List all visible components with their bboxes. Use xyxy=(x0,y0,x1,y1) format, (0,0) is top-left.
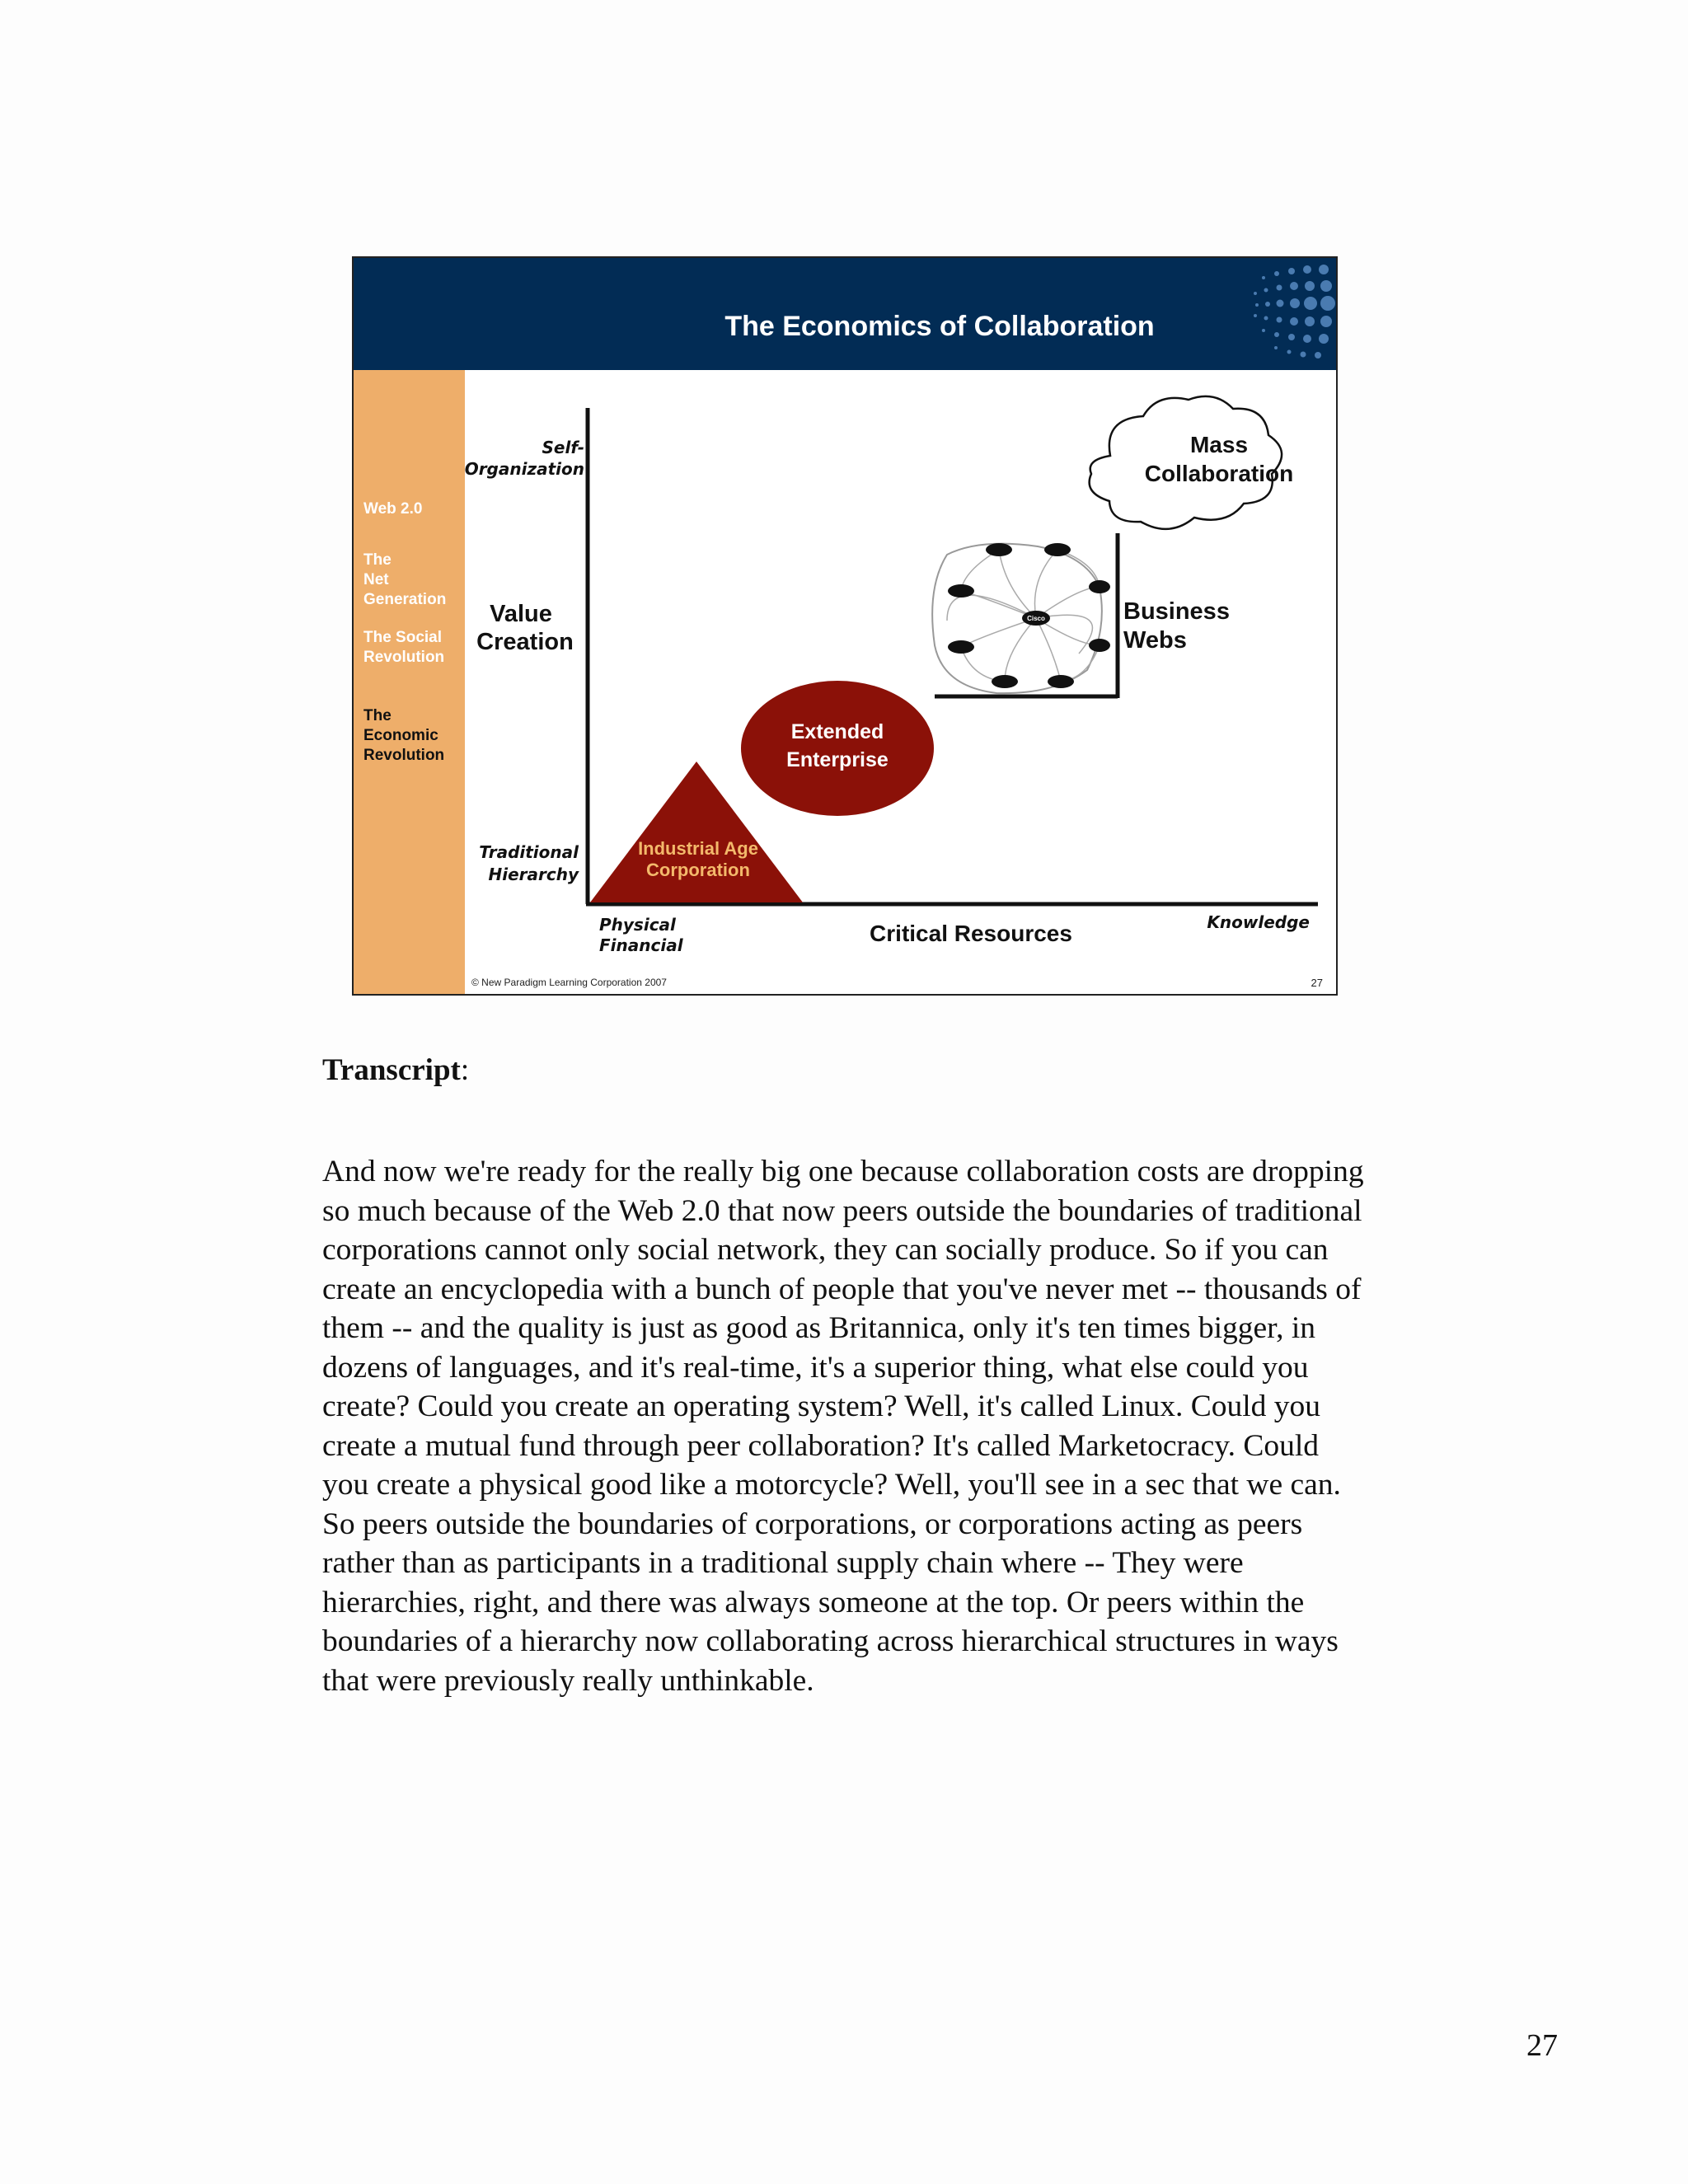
x-axis-left-label-2: Financial xyxy=(599,935,684,955)
y-axis-bottom-label-1: Traditional xyxy=(479,842,579,862)
slide-number: 27 xyxy=(1311,977,1323,989)
mass-collaboration-label-1: Mass xyxy=(1190,432,1248,457)
y-axis-bottom-label-2: Hierarchy xyxy=(488,865,579,884)
business-webs-label-2: Webs xyxy=(1123,627,1187,654)
business-webs-label-1: Business xyxy=(1123,598,1230,625)
collaboration-diagram: Self- Organization Value Creation Tradit… xyxy=(354,258,1336,994)
transcript-heading-label: Transcript xyxy=(322,1053,461,1087)
industrial-age-label-1: Industrial Age xyxy=(638,838,758,859)
x-axis-left-label-1: Physical xyxy=(599,915,677,935)
y-axis-title-1: Value xyxy=(490,601,552,627)
slide: The Economics of Collaboration Web 2.0 T… xyxy=(352,256,1338,996)
transcript-heading-colon: : xyxy=(461,1053,469,1087)
business-web-network-icon: Cisco xyxy=(932,533,1118,698)
y-axis-top-label-2: Organization xyxy=(465,459,584,479)
network-center-label: Cisco xyxy=(1027,615,1045,622)
extended-enterprise-label-2: Enterprise xyxy=(786,748,889,771)
industrial-age-label-2: Corporation xyxy=(646,860,750,880)
y-axis-top-label-1: Self- xyxy=(542,438,584,457)
y-axis-title-2: Creation xyxy=(476,629,574,655)
x-axis-title: Critical Resources xyxy=(870,921,1072,946)
transcript-body: And now we're ready for the really big o… xyxy=(322,1152,1369,1700)
extended-enterprise-label-1: Extended xyxy=(791,720,884,743)
x-axis-right-label: Knowledge xyxy=(1207,912,1310,932)
page-number: 27 xyxy=(1526,2027,1558,2064)
mass-collaboration-label-2: Collaboration xyxy=(1145,461,1293,486)
slide-copyright: © New Paradigm Learning Corporation 2007 xyxy=(471,977,667,988)
transcript-heading: Transcript: xyxy=(322,1052,469,1088)
